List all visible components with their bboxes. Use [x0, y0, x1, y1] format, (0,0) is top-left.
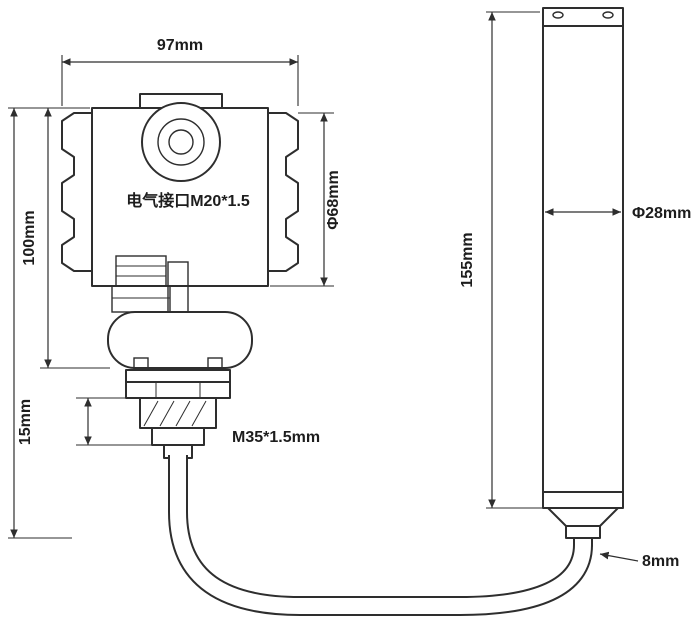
label-thread-spec: M35*1.5mm [232, 429, 320, 446]
dim-thread-15: 15mm [17, 397, 164, 446]
probe-stub [565, 525, 601, 539]
label-housing-diameter: Φ68mm [325, 170, 342, 229]
probe-lower-ring [542, 491, 624, 509]
dim-probe-length: 155mm [459, 11, 560, 509]
label-probe-diameter: Φ28mm [632, 205, 691, 222]
terminal-plate [111, 285, 171, 313]
display-window-outer [141, 102, 221, 182]
lock-nut [125, 381, 231, 399]
thread-hatch [175, 400, 191, 427]
display-window-ring [157, 118, 205, 166]
dim-overall-height [8, 108, 72, 539]
thread-hatch [191, 400, 207, 427]
probe-cable-neck [573, 537, 593, 547]
label-electrical-interface: 电气接口M20*1.5 [126, 191, 250, 210]
thread-hatch [159, 400, 175, 427]
display-window-inner [168, 129, 194, 155]
transmitter-head [61, 93, 299, 459]
probe-body [542, 25, 624, 493]
housing-left-ear [61, 112, 93, 272]
label-housing-height: 100mm [21, 210, 38, 265]
thread-hatch [143, 400, 159, 427]
dim-housing-diameter: Φ68mm [270, 112, 342, 287]
cable-core [170, 455, 591, 614]
label-cable-diameter: 8mm [642, 553, 679, 570]
cap-hole-left [552, 11, 564, 19]
collar [151, 427, 205, 446]
leader-line [599, 551, 639, 562]
dim-cable-diameter: 8mm [599, 551, 679, 570]
label-width-top: 97mm [157, 37, 203, 54]
process-connection-body [107, 311, 253, 369]
probe [542, 7, 624, 547]
cable-outline [168, 455, 593, 616]
dim-height-100: 100mm [8, 107, 110, 369]
cap-hole-right [602, 11, 614, 19]
flange-plate [125, 369, 231, 383]
dim-width-97: 97mm [61, 37, 299, 106]
label-thread-length: 15mm [17, 399, 34, 445]
dim-probe-diameter: Φ28mm [545, 205, 691, 222]
cable [168, 455, 593, 616]
housing-right-ear [267, 112, 299, 272]
probe-taper [547, 507, 619, 527]
label-probe-length: 155mm [459, 232, 476, 287]
